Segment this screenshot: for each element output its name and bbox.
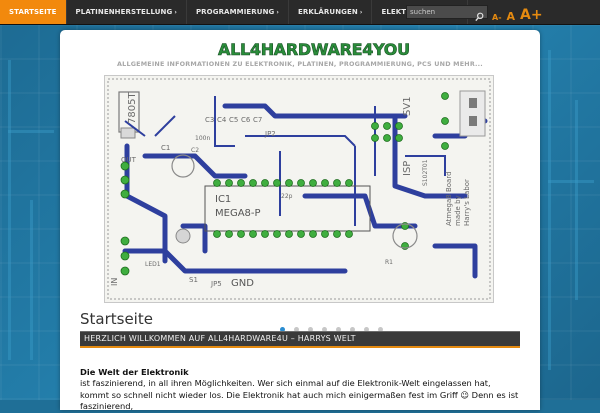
pcb-label: JP2: [264, 130, 276, 138]
welcome-banner-text: Herzlich Willkommen auf All4Hardware4U –…: [84, 334, 356, 343]
chevron-right-icon: ›: [276, 9, 279, 16]
nav-item-startseite[interactable]: Startseite: [0, 0, 67, 24]
pcb-label: IC1: [215, 194, 231, 205]
pcb-label: OUT: [121, 156, 137, 164]
main-menu: Startseite Platinenherstellung› Programm…: [0, 0, 469, 24]
nav-item-label: Platinenherstellung: [75, 8, 173, 16]
search-box: [406, 5, 488, 22]
pcb-label: 100n: [195, 135, 210, 142]
slider-pagination: [280, 327, 383, 332]
nav-item-label: Erklärungen: [297, 8, 358, 16]
pcb-layout-image: 7805T OUT C1 C3 C4 C5 C6 C7 C2 100n IC1 …: [107, 78, 491, 300]
nav-item-programmierung[interactable]: Programmierung›: [187, 0, 289, 24]
site-logo[interactable]: ALL4HARDWARE4YOU: [218, 40, 411, 59]
pcb-label: MEGA8-P: [215, 208, 261, 219]
pcb-label: C5: [229, 116, 238, 124]
font-increase-button[interactable]: A+: [520, 7, 543, 23]
pcb-label: made by: [454, 195, 462, 226]
search-input[interactable]: [410, 6, 472, 18]
pcb-label: C7: [253, 116, 262, 124]
slider-dot[interactable]: [294, 327, 299, 332]
slider-dot[interactable]: [350, 327, 355, 332]
pcb-label: ISP: [402, 161, 413, 176]
pcb-label: C2: [191, 147, 199, 154]
pcb-label: Harry's Labor: [463, 179, 471, 226]
page-title: Startseite: [80, 310, 153, 328]
pcb-label: IN: [110, 278, 119, 286]
slider-dot[interactable]: [280, 327, 285, 332]
pcb-label: JP5: [210, 280, 222, 288]
pcb-label: S102T01: [422, 159, 429, 186]
site-tagline: Allgemeine Informationen zu Elektronik, …: [117, 60, 483, 68]
pcb-label: GND: [231, 278, 254, 289]
pcb-label: S1: [189, 276, 198, 284]
welcome-banner: Herzlich Willkommen auf All4Hardware4U –…: [80, 331, 520, 348]
pcb-label: Atmega8 Board: [445, 171, 453, 226]
pcb-label: C3: [205, 116, 214, 124]
pcb-label: C1: [161, 144, 170, 152]
pcb-label: C6: [241, 116, 251, 124]
nav-item-erklaerungen[interactable]: Erklärungen›: [289, 0, 373, 24]
nav-item-label: Programmierung: [195, 8, 275, 16]
nav-item-label: Startseite: [9, 8, 57, 16]
pcb-label: C4: [217, 116, 227, 124]
slider-dot[interactable]: [322, 327, 327, 332]
slider-dot[interactable]: [378, 327, 383, 332]
slider-dot[interactable]: [308, 327, 313, 332]
intro-paragraph: ist faszinierend, in all ihren Möglichke…: [80, 378, 519, 411]
section-heading: Die Welt der Elektronik: [80, 367, 189, 377]
top-navigation: Startseite Platinenherstellung› Programm…: [0, 0, 600, 25]
pcb-label: R1: [385, 259, 393, 266]
main-container: ALL4HARDWARE4YOU Allgemeine Informatione…: [60, 30, 540, 411]
pcb-label: 22p: [281, 193, 293, 200]
chevron-right-icon: ›: [174, 9, 177, 16]
font-size-controls: A- A A+: [492, 2, 543, 22]
slider-dot[interactable]: [336, 327, 341, 332]
image-slider[interactable]: 7805T OUT C1 C3 C4 C5 C6 C7 C2 100n IC1 …: [104, 75, 494, 332]
chevron-right-icon: ›: [359, 9, 363, 16]
font-decrease-button[interactable]: A-: [492, 13, 502, 22]
slider-dot[interactable]: [364, 327, 369, 332]
pcb-label: SV1: [402, 96, 413, 116]
pcb-label: LED1: [145, 261, 161, 268]
pcb-label: 7805T: [127, 92, 138, 124]
font-reset-button[interactable]: A: [506, 10, 516, 23]
nav-item-platinenherstellung[interactable]: Platinenherstellung›: [67, 0, 187, 24]
search-icon[interactable]: [475, 7, 484, 26]
